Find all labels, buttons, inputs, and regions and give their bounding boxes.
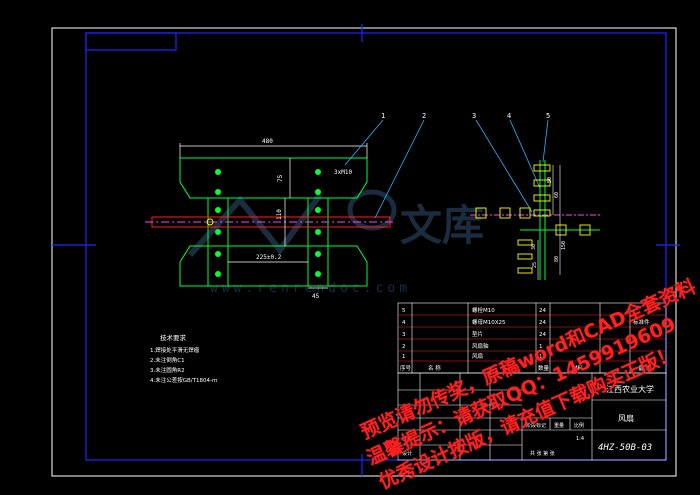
leader-lines (344, 119, 549, 219)
tech-notes: 技术要求 1.焊接处平滑无焊瘤 2.未注倒角C1 3.未注圆角R2 4.未注公差… (150, 333, 217, 384)
svg-text:共 张 第 张: 共 张 第 张 (530, 450, 555, 457)
balloon-labels: 1 2 3 4 5 (381, 112, 550, 120)
svg-text:3: 3 (402, 332, 406, 338)
inner-frame (85, 32, 667, 461)
right-lower-arm (307, 245, 329, 287)
title-block (397, 372, 667, 461)
svg-text:3: 3 (472, 112, 476, 120)
school-name: 江西农业大学 (606, 384, 654, 394)
site-watermark: www.renrendoc.com (210, 281, 411, 296)
svg-text:风扇轴: 风扇轴 (472, 342, 489, 350)
svg-text:垫片: 垫片 (472, 330, 483, 338)
left-lower-arm (207, 245, 229, 287)
drawing-name: 风扇 (618, 413, 634, 423)
side-view (470, 160, 600, 280)
svg-text:30: 30 (531, 244, 537, 250)
svg-text:材料: 材料 (572, 364, 584, 372)
drawing-number: 4HZ-50B-03 (598, 443, 652, 453)
dimension-texts: 480 75 110 225±0.2 45 3xM10 (256, 138, 352, 300)
bolt-holes (215, 169, 321, 277)
svg-text:24: 24 (539, 320, 546, 326)
svg-text:60: 60 (554, 192, 560, 198)
svg-text:阶段标记: 阶段标记 (526, 422, 546, 429)
svg-text:1:4: 1:4 (576, 436, 584, 442)
svg-text:风扇: 风扇 (472, 352, 483, 360)
tech-notes-title: 技术要求 (160, 333, 187, 342)
svg-text:24: 24 (539, 332, 546, 338)
svg-text:4: 4 (507, 112, 511, 120)
logo-text: 文库 (400, 201, 484, 250)
svg-text:名 称: 名 称 (428, 364, 441, 372)
svg-text:1.焊接处平滑无焊瘤: 1.焊接处平滑无焊瘤 (150, 346, 200, 354)
svg-text:2: 2 (402, 344, 406, 350)
svg-text:1: 1 (539, 344, 543, 350)
dim-height-2: 110 (276, 209, 283, 220)
site-logo-watermark: 文库 www.renrendoc.com (187, 189, 484, 296)
title-block-text: 江西农业大学 风扇 4HZ-50B-03 阶段标记 重量 比例 1:4 共 张 … (402, 384, 654, 457)
svg-text:1: 1 (402, 354, 406, 360)
outer-frame (51, 27, 677, 477)
svg-text:2: 2 (422, 112, 426, 120)
svg-text:1: 1 (381, 112, 385, 120)
svg-text:150: 150 (561, 241, 567, 250)
svg-text:24: 24 (539, 308, 546, 314)
dimensions (179, 143, 368, 289)
dim-h1: 225±0.2 (256, 254, 282, 261)
svg-text:设计: 设计 (402, 450, 412, 457)
svg-text:1: 1 (539, 354, 543, 360)
svg-text:比例: 比例 (574, 422, 584, 429)
svg-text:4.未注公差按GB/T1804-m: 4.未注公差按GB/T1804-m (150, 376, 217, 384)
hole-note: 3xM10 (334, 169, 352, 176)
svg-text:80: 80 (554, 256, 560, 262)
shaft-bearing-left (206, 218, 214, 226)
svg-text:5: 5 (402, 308, 406, 314)
upper-housing (179, 157, 368, 199)
parts-list-text: 5 螺栓M10 24 4 螺母M10X25 24 标准件 3 垫片 24 2 风… (400, 306, 651, 372)
svg-text:50: 50 (547, 177, 553, 183)
svg-text:数量: 数量 (538, 364, 550, 372)
svg-text:序号: 序号 (400, 364, 412, 372)
drawing-no-box (85, 32, 177, 51)
dim-height-1: 75 (277, 174, 284, 182)
svg-text:5: 5 (546, 112, 550, 120)
dim-small: 45 (312, 293, 320, 300)
svg-text:标准件: 标准件 (633, 318, 650, 326)
dim-overall-width: 480 (262, 138, 273, 145)
svg-text:2.未注倒角C1: 2.未注倒角C1 (150, 356, 185, 364)
side-view-dims: 50 60 30 80 25 150 (531, 177, 567, 268)
svg-text:25: 25 (532, 262, 538, 268)
svg-text:3.未注圆角R2: 3.未注圆角R2 (150, 366, 185, 374)
svg-text:4: 4 (402, 320, 406, 326)
front-view (145, 157, 396, 287)
svg-text:螺栓M10: 螺栓M10 (472, 306, 495, 314)
svg-text:重量: 重量 (554, 422, 564, 429)
lower-housing (179, 245, 368, 287)
svg-text:螺母M10X25: 螺母M10X25 (472, 318, 506, 326)
svg-text:审核: 审核 (402, 436, 412, 443)
parts-list (397, 302, 667, 374)
svg-text:备 注: 备 注 (638, 364, 651, 372)
bolt-stack (475, 164, 591, 274)
